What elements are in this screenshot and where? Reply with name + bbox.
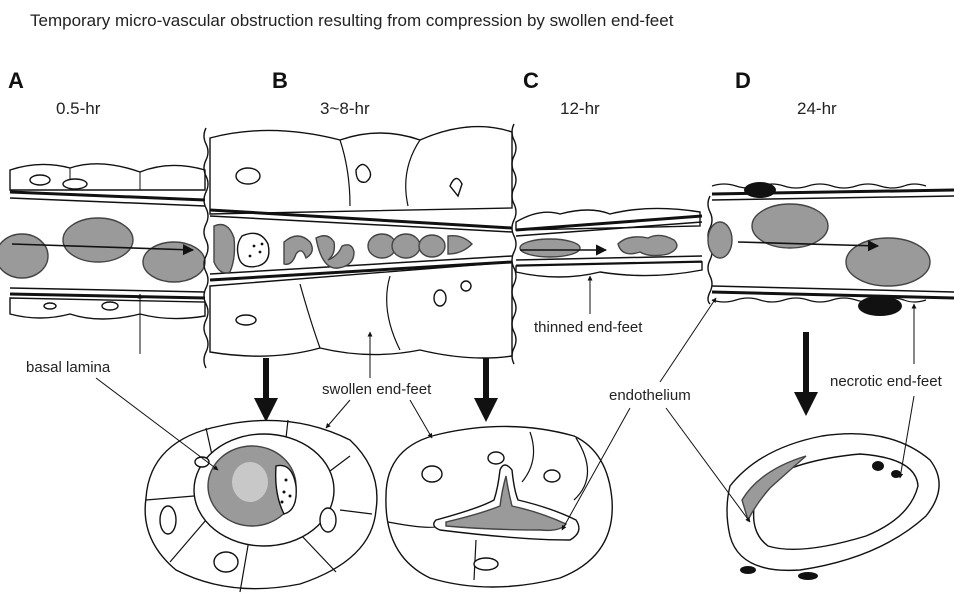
cross-section-swollen-occluded: [145, 420, 377, 592]
label-thinned-end-feet: thinned end-feet: [534, 319, 643, 336]
panel-d-vessel: [708, 182, 954, 316]
panel-d-letter: D: [735, 68, 751, 93]
cross-section-compressed-lumen: [386, 426, 612, 587]
label-necrotic-end-feet: necrotic end-feet: [830, 373, 943, 390]
panel-d-time: 24-hr: [797, 99, 837, 118]
panel-a-letter: A: [8, 68, 24, 93]
pointer-endothelium-vessel: [660, 298, 716, 382]
label-endothelium: endothelium: [609, 387, 691, 404]
panel-b-vessel: [204, 124, 516, 368]
pointer-swollen-section-2: [410, 400, 432, 438]
cross-section-necrotic: [727, 434, 939, 580]
panel-a-time: 0.5-hr: [56, 99, 101, 118]
panel-c-time: 12-hr: [560, 99, 600, 118]
panel-a-vessel: [0, 164, 205, 319]
pointer-endothelium-necrotic: [666, 408, 750, 522]
panel-b-time: 3~8-hr: [320, 99, 370, 118]
panel-c-vessel: [516, 208, 702, 277]
label-basal-lamina: basal lamina: [26, 359, 111, 376]
label-swollen-end-feet: swollen end-feet: [322, 381, 432, 398]
pointer-swollen-section-1: [326, 400, 350, 428]
panel-b-letter: B: [272, 68, 288, 93]
pointer-basal-lamina-section: [96, 378, 218, 470]
panel-c-letter: C: [523, 68, 539, 93]
figure-title: Temporary micro-vascular obstruction res…: [30, 11, 674, 30]
